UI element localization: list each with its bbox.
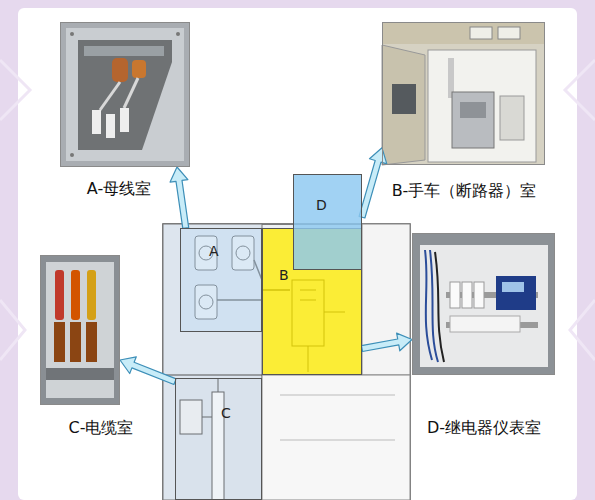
photo-a-window xyxy=(78,40,172,150)
photo-c-bar xyxy=(55,270,64,320)
photo-a-copper xyxy=(112,58,128,82)
pointer-arrow xyxy=(362,333,413,351)
panel-line xyxy=(280,395,395,440)
photo-b-door xyxy=(382,45,425,165)
photo-a-insulator xyxy=(92,110,101,134)
photo-c-ct xyxy=(70,322,81,362)
photo-b-frame xyxy=(500,96,524,140)
photo-b-meter xyxy=(498,27,520,39)
cabinet-lower-right xyxy=(262,375,410,500)
photo-frame: D-继电器仪表室 xyxy=(412,233,555,375)
photo-c-bar xyxy=(71,270,80,320)
region-letter: C xyxy=(221,406,231,421)
compartment-region: C xyxy=(175,378,262,500)
photo-d-meter xyxy=(496,276,536,310)
photo-a-screw xyxy=(70,153,74,157)
pointer-arrow xyxy=(170,167,189,228)
photo-b-door-window xyxy=(392,84,416,114)
compartment-region: D xyxy=(293,174,362,270)
photo-b-top xyxy=(382,22,545,44)
cabinet-right-column xyxy=(362,224,410,375)
cabinet-left-section xyxy=(163,224,262,500)
photo-frame: C-电缆室 xyxy=(40,255,120,405)
photo-d-panel xyxy=(420,245,548,367)
photo-a-bar xyxy=(124,78,138,108)
photo-d-terminals xyxy=(450,316,520,332)
photo-a-copper xyxy=(132,60,146,78)
cabinet-divider xyxy=(163,375,262,376)
compartment-caption: A-母线室 xyxy=(87,179,151,198)
region-letter: A xyxy=(209,244,219,259)
pointer-arrow xyxy=(120,357,176,385)
photo-a-insulator xyxy=(106,114,115,138)
photo-c-ct xyxy=(86,322,97,362)
photo-a-rail xyxy=(84,46,164,56)
photo-a-ground xyxy=(60,22,190,167)
photo-c-ground xyxy=(40,255,120,405)
photo-d-relay xyxy=(462,282,472,308)
region-letter: D xyxy=(316,198,327,213)
photo-frame: A-母线室 xyxy=(60,22,190,167)
photo-a-insulator xyxy=(120,108,129,132)
photo-frame: B-手车（断路器）室 xyxy=(382,22,545,165)
photo-b-ground xyxy=(382,22,545,165)
region-letter: B xyxy=(279,268,289,283)
photo-b-breaker-panel xyxy=(460,102,486,118)
photo-b-breaker xyxy=(452,92,494,148)
photo-a-screw xyxy=(70,32,74,36)
photo-c-ct xyxy=(54,322,65,362)
compartment-region: A xyxy=(180,228,262,332)
photo-c-shelf xyxy=(46,368,114,380)
photo-d-relay xyxy=(450,282,460,308)
photo-b-opening xyxy=(428,50,536,162)
photo-d-wire xyxy=(435,252,444,362)
photo-a-panel xyxy=(66,28,184,161)
photo-a-bar xyxy=(100,82,120,110)
photo-c-bar xyxy=(87,270,96,320)
cabinet-outline xyxy=(163,224,410,500)
photo-d-relay xyxy=(474,282,484,308)
photo-c-panel xyxy=(46,262,114,398)
compartment-caption: D-继电器仪表室 xyxy=(427,418,541,437)
photo-a-screw xyxy=(176,32,180,36)
photo-b-meter xyxy=(470,27,492,39)
photo-d-ground xyxy=(412,233,555,375)
compartment-caption: B-手车（断路器）室 xyxy=(392,181,537,200)
white-panel xyxy=(18,8,577,500)
compartment-caption: C-电缆室 xyxy=(69,418,134,437)
photo-d-meter-screen xyxy=(502,282,524,292)
